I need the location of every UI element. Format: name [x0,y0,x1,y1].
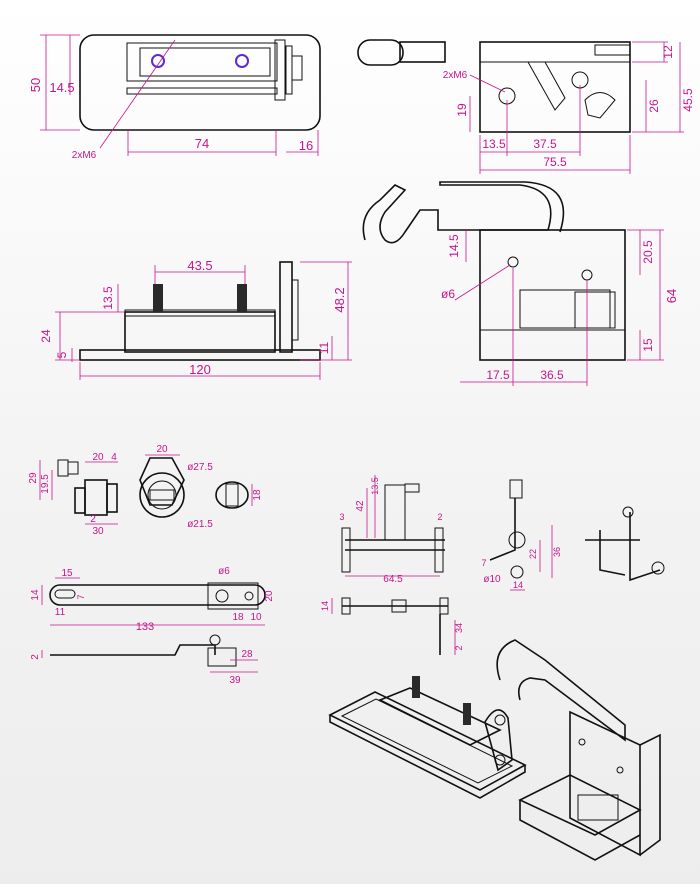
dim-label: 75.5 [543,155,567,169]
threaded-stud [153,284,163,312]
dim-label: 3 [339,512,344,522]
dim-label: 2 [30,654,41,660]
dim-label: 34 [454,623,464,633]
dim-label: 20.5 [641,240,655,264]
dim-label: 36.5 [540,368,564,382]
dim-label: 36 [552,547,562,557]
rod-assembly-views: 13.5 42 3 2 64.5 22 36 7 ø10 14 14 34 2 [320,475,665,655]
dim-label: 2xM6 [443,70,468,81]
mount-hole [235,54,249,68]
dim-label: 64.5 [383,574,403,585]
dim-label: 42 [355,500,366,512]
dim-label: 16 [299,138,313,153]
dim-label: 64 [664,289,679,303]
dim-label: 11 [55,607,66,618]
isometric-assembly-view [328,639,661,861]
dim-label: 18 [252,489,263,501]
dim-label: 50 [28,78,43,92]
dim-label: 37.5 [533,137,557,151]
dim-label: 28 [241,649,253,660]
dim-label: ø27.5 [187,462,213,473]
dim-label: 120 [189,362,211,377]
dim-label: 15 [641,338,655,352]
dim-label: 14 [513,580,523,590]
threaded-stud [463,703,471,725]
dim-label: ø6 [441,287,455,301]
dim-label: 19 [455,103,469,117]
dim-label: 2 [454,645,464,650]
dim-label: ø10 [483,574,501,585]
dim-label: 30 [92,526,104,537]
latch-front-view: 43.5 13.5 48.2 24 5 11 120 [39,258,352,380]
threaded-stud [237,284,247,312]
dim-label: 45.5 [681,88,695,112]
dim-label: 20 [92,452,104,463]
dim-label: 7 [76,594,86,599]
dim-label: 14.5 [49,80,74,95]
dim-label: 13.5 [370,477,380,495]
dim-label: 26 [647,99,661,113]
dim-label: 5 [55,351,69,358]
dim-label: 29 [28,472,39,484]
latch-top-view: 50 14.5 2xM6 74 16 [28,34,321,161]
dim-label: 2 [90,514,96,525]
dim-label: 15 [61,568,73,579]
dim-label: 19.5 [40,474,51,494]
dim-label: 7 [481,558,486,568]
dim-label: 20 [264,590,275,602]
dim-label: 24 [39,329,53,343]
dim-label: ø21.5 [187,519,213,530]
dim-label: 17.5 [486,368,510,382]
dim-label: 4 [111,452,117,463]
dim-label: 2xM6 [72,150,97,161]
latch-side-view: 2xM6 12 19 26 45.5 13.5 37.5 75.5 [357,39,695,174]
dim-label: 14 [320,601,330,611]
dim-label: 10 [250,612,262,623]
dim-label: 14 [30,589,41,601]
dim-label: 133 [136,621,154,633]
dim-label: 12 [661,45,675,59]
dim-label: 14.5 [447,234,461,258]
dim-label: 13.5 [482,137,506,151]
mount-hole [151,54,165,68]
dim-label: 13.5 [101,286,115,310]
dim-label: 22 [528,549,538,559]
dim-label: 48.2 [332,287,347,312]
dim-label: 11 [317,341,331,354]
dim-label: 20 [156,444,168,455]
dim-label: 43.5 [187,258,212,273]
dim-label: 2 [437,512,442,522]
handle-side-view: 14.5 20.5 ø6 64 15 17.5 36.5 [362,181,679,386]
dim-label: 18 [232,612,244,623]
dim-label: 74 [195,136,209,151]
cam-lock-views: 29 19.5 20 4 2 30 20 ø27.5 ø21.5 18 [28,444,263,537]
dim-label: 39 [229,675,241,686]
threaded-stud [412,676,420,698]
cam-bar-views: 15 14 7 11 ø6 18 10 20 133 2 28 39 [30,566,275,686]
dim-label: ø6 [218,566,230,577]
